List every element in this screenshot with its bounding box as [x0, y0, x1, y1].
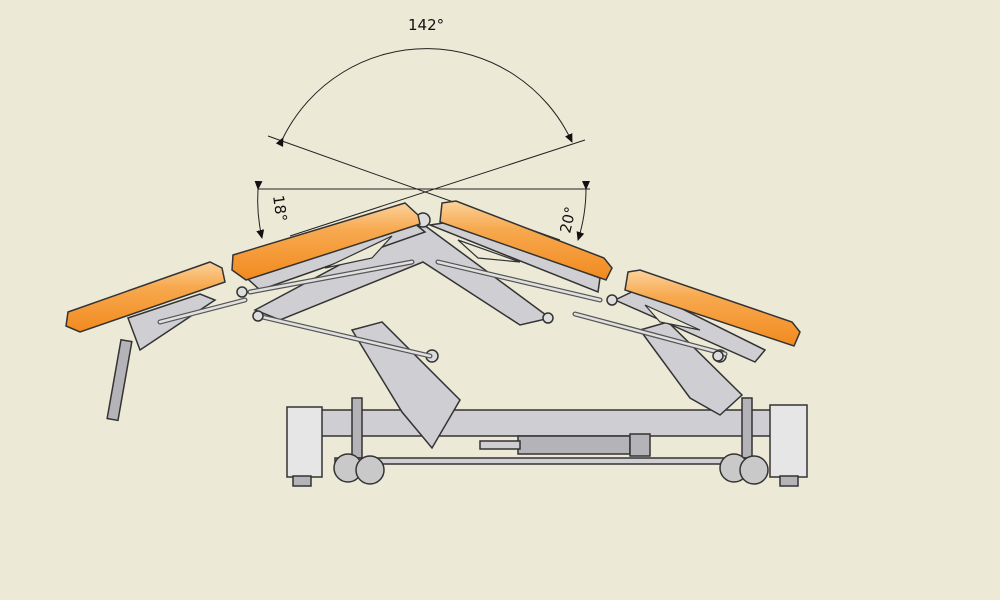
left-lift-arm	[350, 321, 461, 450]
base-beam	[317, 409, 779, 437]
dimension-annotations: 142° 18° 20°	[254, 16, 591, 241]
right-middle-section	[427, 200, 613, 303]
left-post	[351, 397, 363, 459]
head-bracket	[127, 293, 217, 352]
left-middle-slot	[324, 235, 393, 269]
right-frame-pivot	[542, 312, 554, 324]
left-foot	[292, 475, 312, 487]
head-cushion	[65, 261, 226, 333]
right-extension-line	[289, 139, 586, 237]
right-base-block	[769, 404, 808, 478]
actuator-motor	[629, 433, 651, 457]
right-wheel-front	[739, 455, 769, 485]
actuator-body	[517, 435, 631, 455]
left-middle-section	[231, 202, 427, 295]
right-middle-cushion	[439, 200, 613, 281]
top-angle-arc	[275, 48, 573, 147]
right-middle-slot	[457, 239, 521, 263]
actuator-rod	[479, 440, 521, 450]
foot-cushion	[624, 269, 801, 347]
left-middle-cushion	[231, 202, 421, 281]
right-lift-arm	[638, 321, 744, 416]
lift-mechanism	[350, 321, 744, 450]
right-post	[741, 397, 753, 459]
left-base-block	[286, 406, 323, 478]
head-section	[65, 261, 248, 422]
top-angle-label: 142°	[408, 16, 444, 34]
left-wheel-front	[355, 455, 385, 485]
right-angle-label: 20°	[556, 205, 580, 235]
head-hinge	[236, 286, 248, 298]
right-angle-arc	[576, 180, 591, 241]
right-foot	[779, 475, 799, 487]
foot-lower-pivot	[712, 350, 724, 362]
foot-section	[572, 269, 801, 363]
base-frame	[286, 397, 808, 487]
left-frame-pivot	[252, 310, 264, 322]
left-angle-label: 18°	[269, 194, 291, 223]
foot-hinge	[606, 294, 618, 306]
left-angle-arc	[254, 180, 265, 239]
lower-tie-bar	[334, 457, 756, 465]
foot-slot	[644, 304, 701, 331]
center-frame	[252, 212, 554, 359]
head-support-leg	[106, 338, 133, 422]
